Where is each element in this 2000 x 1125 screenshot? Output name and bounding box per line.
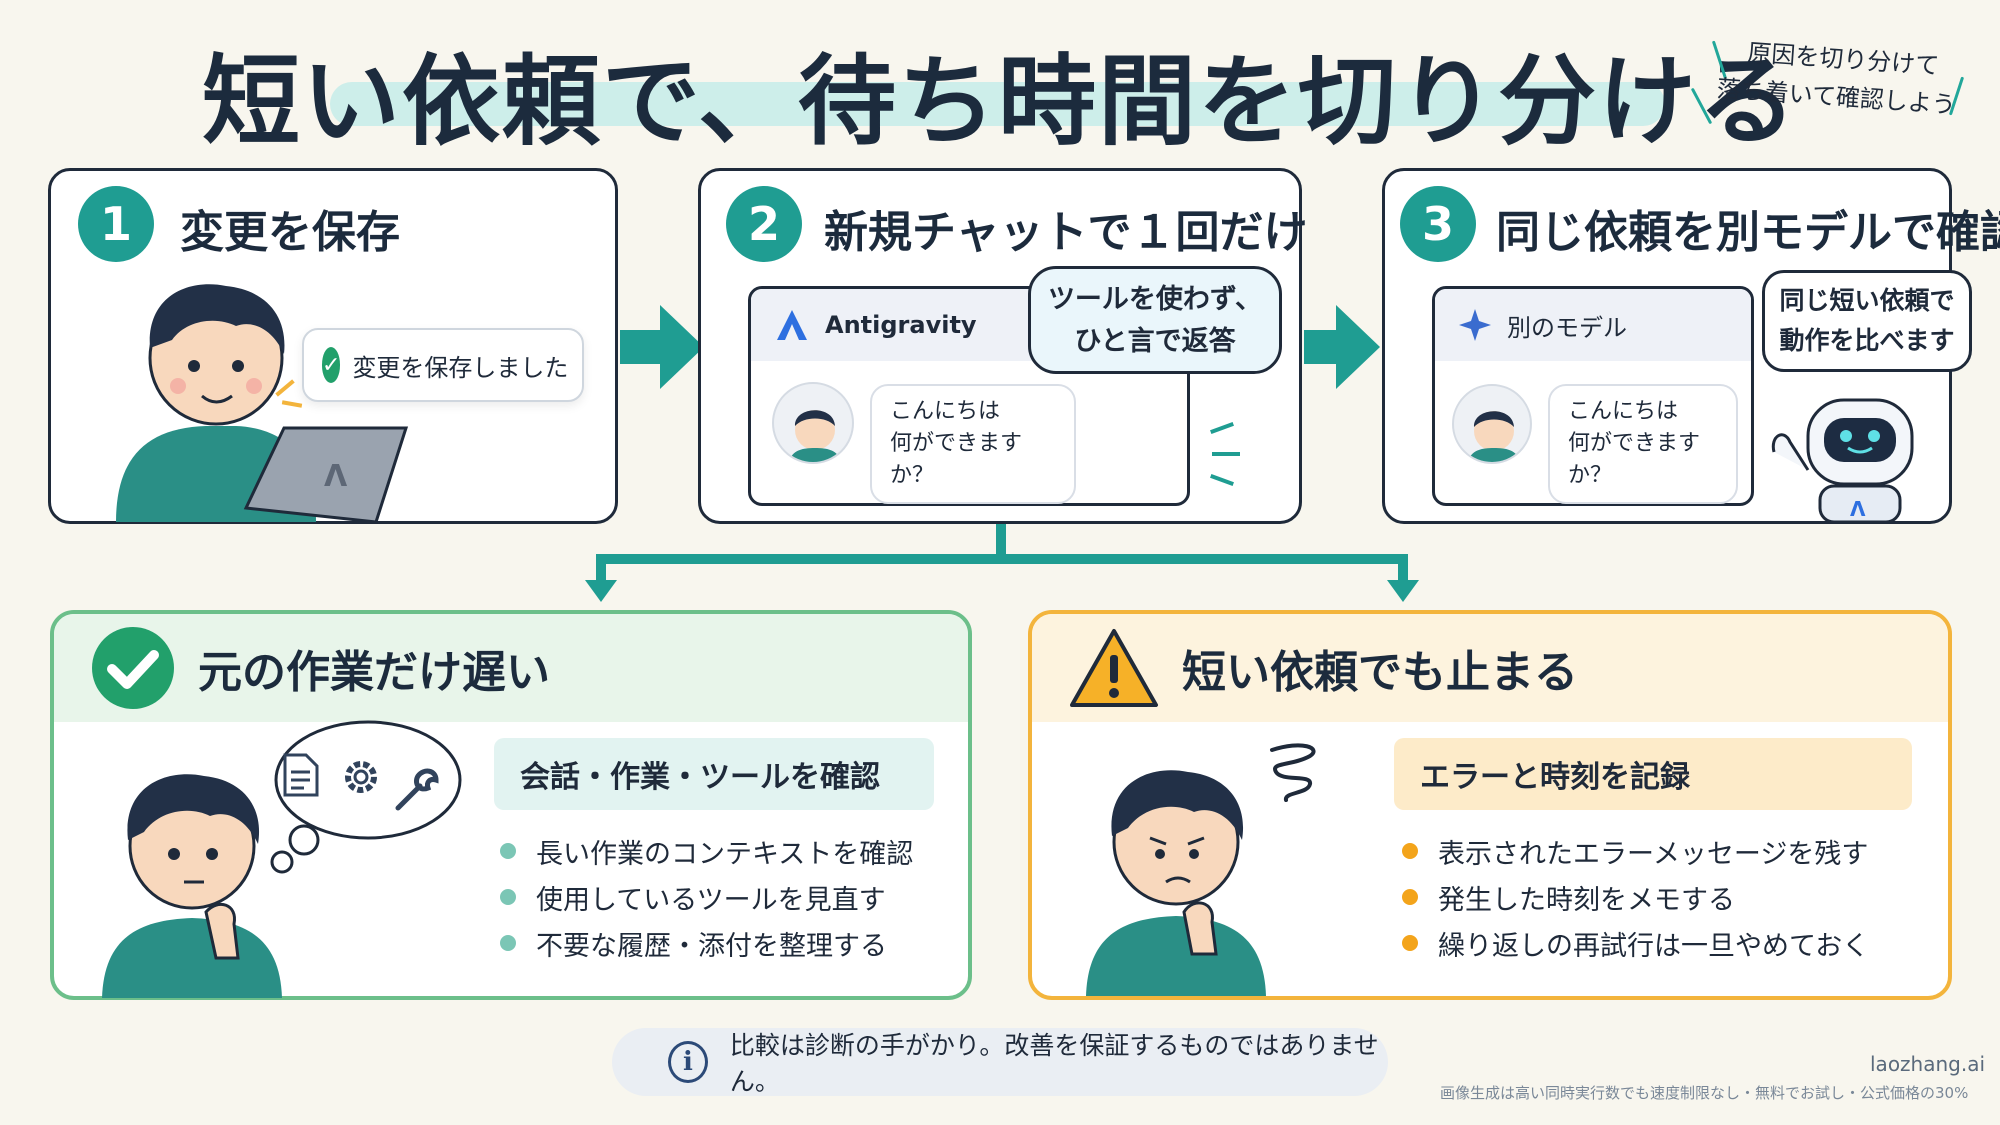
connector-stem (996, 524, 1006, 558)
check-icon: ✓ (322, 347, 341, 383)
user-avatar (772, 382, 854, 464)
chat-window-header: 別のモデル (1435, 289, 1751, 361)
record-error-pill: エラーと時刻を記録 (1394, 738, 1912, 810)
arrow-1-2-head (660, 305, 704, 389)
eye-right (232, 360, 244, 372)
step-number-2: 2 (726, 186, 802, 262)
disclaimer-text: 比較は診断の手がかり。改善を保証するものではありません。 (729, 1031, 1379, 1096)
antigravity-logo-icon (777, 310, 807, 340)
list-item: 表示されたエラーメッセージを残す (1402, 828, 1869, 874)
connector-bar (596, 554, 1408, 564)
speech-bubble-compare: 同じ短い依頼で 動作を比べます (1762, 270, 1972, 372)
motion-line (1212, 452, 1240, 456)
eye-left (188, 360, 200, 372)
cheek-left (170, 378, 186, 394)
speech-bubble-no-tools: ツールを使わず、 ひと言で返答 (1028, 266, 1282, 374)
worried-person-illustration (1086, 770, 1266, 996)
document-icon (283, 753, 319, 797)
stuck-checklist: 表示されたエラーメッセージを残す 発生した時刻をメモする 繰り返しの再試行は一旦… (1402, 828, 1869, 966)
connector-left (596, 554, 606, 582)
outcome-title-slow: 元の作業だけ遅い (198, 647, 550, 698)
mouth (201, 394, 233, 404)
person-laptop-illustration: Λ (116, 284, 409, 522)
connector-arrow-left (585, 580, 617, 602)
list-item: 繰り返しの再試行は一旦やめておく (1402, 920, 1869, 966)
laptop (243, 426, 409, 522)
chat-message: こんにちは 何ができますか？ (1548, 384, 1738, 504)
saved-toast: ✓ 変更を保存しました (302, 328, 584, 402)
brand-name: laozhang.ai (1870, 1052, 1986, 1076)
app-name: Antigravity (825, 311, 977, 339)
model-name: 別のモデル (1507, 313, 1627, 342)
svg-text:Λ: Λ (324, 459, 348, 494)
slow-checklist: 長い作業のコンテキストを確認 使用しているツールを見直す 不要な履歴・添付を整理… (500, 828, 913, 966)
sparkle-icon (1459, 309, 1491, 341)
gear-icon (345, 761, 377, 793)
robot-illustration: Λ (1771, 398, 1914, 522)
cheek-right (246, 378, 262, 394)
disclaimer-banner: i 比較は診断の手がかり。改善を保証するものではありません。 (612, 1028, 1388, 1096)
title-highlight (330, 82, 1665, 126)
outcome-title-stuck: 短い依頼でも止まる (1182, 647, 1578, 698)
person-hair (149, 284, 285, 354)
thought-cloud (270, 720, 462, 874)
connector-arrow-right (1387, 580, 1419, 602)
page-title: 短い依頼で、待ち時間を切り分ける (201, 45, 1799, 159)
outcome-panel-header: 短い依頼でも止まる (1032, 614, 1948, 722)
list-item: 使用しているツールを見直す (500, 874, 913, 920)
svg-text:Λ: Λ (1850, 497, 1866, 521)
connector-right (1398, 554, 1408, 582)
arrow-2-3-bar (1304, 330, 1340, 364)
arrow-1-2-bar (620, 330, 664, 364)
wrench-icon (395, 768, 439, 811)
info-icon: i (668, 1041, 708, 1083)
saved-toast-text: 変更を保存しました (352, 353, 569, 382)
chat-message: こんにちは 何ができますか？ (870, 384, 1076, 504)
step-number-1: 1 (78, 186, 154, 262)
check-tools-pill: 会話・作業・ツールを確認 (494, 738, 934, 810)
list-item: 不要な履歴・添付を整理する (500, 920, 913, 966)
list-item: 発生した時刻をメモする (1402, 874, 1869, 920)
thinking-person-illustration (102, 774, 282, 998)
list-item: 長い作業のコンテキストを確認 (500, 828, 913, 874)
step-title-1: 変更を保存 (180, 207, 400, 258)
warning-icon (1070, 629, 1158, 707)
user-avatar (1452, 384, 1532, 464)
step-title-2: 新規チャットで１回だけ (824, 207, 1308, 258)
arrow-2-3-head (1336, 305, 1380, 389)
check-circle-icon (92, 627, 174, 709)
step-number-3: 3 (1400, 186, 1476, 262)
confusion-swirl-icon (1270, 743, 1316, 802)
outcome-panel-header: 元の作業だけ遅い (54, 614, 968, 722)
step-title-3: 同じ依頼を別モデルで確認 (1496, 207, 2000, 258)
brand-tagline: 画像生成は高い同時実行数でも速度制限なし・無料でお試し・公式価格の30% (1440, 1084, 1969, 1102)
